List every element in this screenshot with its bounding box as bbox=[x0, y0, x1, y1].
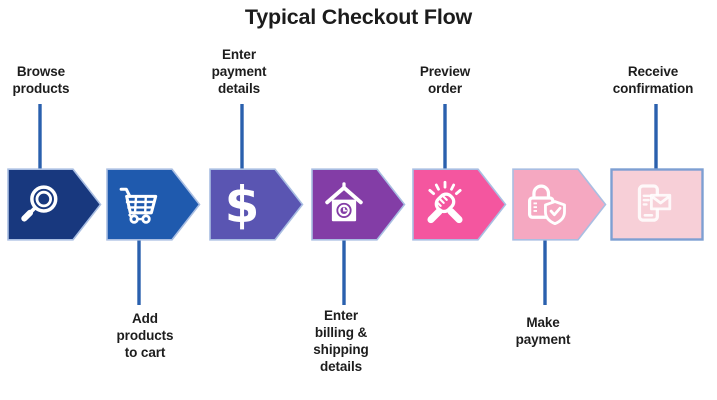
handshake-icon bbox=[427, 180, 463, 224]
arrow-shape bbox=[311, 168, 406, 241]
step-enter-billing-shipping-details bbox=[311, 168, 406, 241]
diagram-title: Typical Checkout Flow bbox=[244, 5, 473, 29]
connector-line bbox=[38, 104, 42, 170]
step-browse-products bbox=[7, 168, 102, 241]
connector-line bbox=[543, 239, 547, 305]
phone-mail-icon bbox=[637, 184, 672, 222]
connector-line bbox=[342, 239, 346, 305]
connector-line bbox=[654, 104, 658, 170]
arrow-shape bbox=[209, 168, 304, 241]
step-preview-order bbox=[412, 168, 507, 241]
step-label-enter-payment-details: Enter payment details bbox=[211, 47, 267, 96]
step-enter-payment-details: $ bbox=[209, 168, 304, 241]
magnifier-icon bbox=[21, 185, 58, 222]
step-label-receive-confirmation: Receive confirmation bbox=[612, 64, 694, 96]
step-add-products-to-cart bbox=[106, 168, 201, 241]
step-label-browse-products: Browse products bbox=[12, 64, 70, 96]
step-label-preview-order: Preview order bbox=[419, 64, 471, 96]
connector-line bbox=[137, 239, 141, 305]
step-receive-confirmation bbox=[610, 168, 705, 241]
step-label-make-payment: Make payment bbox=[515, 315, 571, 347]
step-make-payment bbox=[512, 168, 607, 241]
connector-line bbox=[443, 104, 447, 170]
connector-line bbox=[240, 104, 244, 170]
lock-shield-icon bbox=[527, 184, 566, 226]
step-label-enter-billing-shipping-details: Enter billing & shipping details bbox=[313, 308, 369, 374]
step-label-add-products-to-cart: Add products to cart bbox=[116, 311, 174, 360]
house-icon bbox=[325, 182, 363, 222]
dollar-icon: $ bbox=[224, 175, 260, 234]
shopping-cart-icon bbox=[119, 187, 158, 224]
